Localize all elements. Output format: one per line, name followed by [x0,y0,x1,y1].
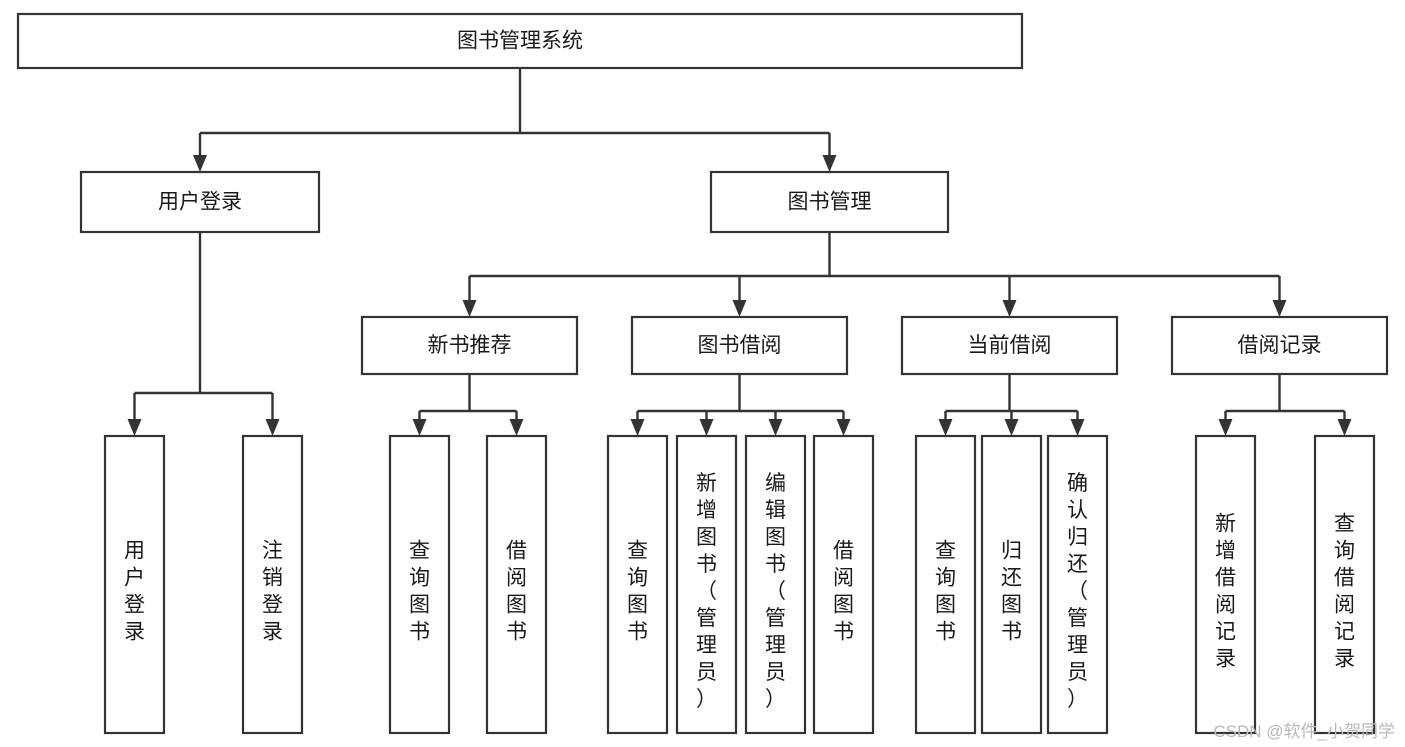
arrow-head-icon [836,419,851,436]
node-leaf-confirm-return-box[interactable] [1046,434,1109,735]
node-root-system[interactable]: 图书管理系统 [16,12,1024,70]
node-current-borrow-box[interactable] [900,315,1119,376]
node-root-system-box[interactable] [16,12,1024,70]
node-leaf-return-book-box[interactable] [980,434,1043,735]
node-leaf-borrow-book-1-box[interactable] [485,434,548,735]
node-leaf-query-book-2[interactable]: 查询图书 [606,434,669,735]
node-leaf-query-book-3-label: 查询图书 [935,539,956,643]
node-current-borrow[interactable]: 当前借阅 [900,315,1119,376]
node-borrow-record-label: 借阅记录 [1238,334,1322,357]
arrow-head-icon [822,155,837,172]
node-new-book-rec[interactable]: 新书推荐 [360,315,579,376]
arrow-head-icon [1272,300,1287,317]
arrow-head-icon [768,419,783,436]
arrow-head-icon [630,419,645,436]
arrow-head-icon [509,419,524,436]
node-leaf-user-login[interactable]: 用户登录 [103,434,166,735]
node-leaf-add-book-box[interactable] [675,434,738,735]
node-leaf-query-book-1[interactable]: 查询图书 [388,434,451,735]
arrow-head-icon [1002,300,1017,317]
node-user-login-box[interactable] [79,170,321,234]
nodes-layer: 图书管理系统用户登录图书管理新书推荐图书借阅当前借阅借阅记录用户登录注销登录查询… [16,12,1389,735]
node-leaf-return-book[interactable]: 归还图书 [980,434,1043,735]
node-leaf-confirm-return-label: 确认归还（管理员） [1067,472,1088,711]
arrow-head-icon [265,419,280,436]
node-book-borrow-label: 图书借阅 [698,334,782,357]
node-new-book-rec-label: 新书推荐 [428,334,512,357]
node-leaf-borrow-book-2-box[interactable] [812,434,875,735]
node-leaf-add-book[interactable]: 新增图书（管理员） [675,434,738,735]
arrow-head-icon [1070,419,1085,436]
arrow-head-icon [462,300,477,317]
node-leaf-query-book-1-box[interactable] [388,434,451,735]
node-leaf-user-logout[interactable]: 注销登录 [241,434,304,735]
node-book-borrow[interactable]: 图书借阅 [630,315,849,376]
node-book-manage[interactable]: 图书管理 [709,170,950,234]
node-leaf-query-book-2-box[interactable] [606,434,669,735]
node-user-login[interactable]: 用户登录 [79,170,321,234]
node-leaf-user-logout-label: 注销登录 [262,539,283,643]
arrow-head-icon [1004,419,1019,436]
arrow-head-icon [732,300,747,317]
node-leaf-query-record-label: 查询借阅记录 [1334,512,1355,670]
node-user-login-label: 用户登录 [158,191,242,214]
node-book-manage-label: 图书管理 [788,191,872,214]
node-leaf-confirm-return[interactable]: 确认归还（管理员） [1046,434,1109,735]
node-leaf-query-record[interactable]: 查询借阅记录 [1313,434,1376,735]
arrow-head-icon [1218,419,1233,436]
node-book-borrow-box[interactable] [630,315,849,376]
node-leaf-user-logout-box[interactable] [241,434,304,735]
node-book-manage-box[interactable] [709,170,950,234]
node-leaf-add-book-label: 新增图书（管理员） [696,472,717,711]
node-leaf-borrow-book-1[interactable]: 借阅图书 [485,434,548,735]
node-new-book-rec-box[interactable] [360,315,579,376]
node-leaf-query-record-box[interactable] [1313,434,1376,735]
node-leaf-add-record-box[interactable] [1194,434,1257,735]
arrow-head-icon [699,419,714,436]
node-leaf-add-record-label: 新增借阅记录 [1215,512,1236,670]
node-leaf-edit-book-label: 编辑图书（管理员） [765,472,786,711]
node-root-system-label: 图书管理系统 [457,30,583,53]
node-leaf-edit-book[interactable]: 编辑图书（管理员） [744,434,807,735]
arrow-head-icon [938,419,953,436]
arrow-head-icon [1337,419,1352,436]
node-leaf-query-book-3[interactable]: 查询图书 [914,434,977,735]
node-leaf-user-login-box[interactable] [103,434,166,735]
node-leaf-query-book-2-label: 查询图书 [627,539,648,643]
node-leaf-query-book-1-label: 查询图书 [409,539,430,643]
node-leaf-query-book-3-box[interactable] [914,434,977,735]
watermark-text: CSDN @软件_小贺同学 [1213,722,1395,741]
arrow-head-icon [127,419,142,436]
arrow-head-icon [412,419,427,436]
arrow-head-icon [193,155,207,172]
node-leaf-borrow-book-1-label: 借阅图书 [506,539,527,643]
node-borrow-record[interactable]: 借阅记录 [1170,315,1389,376]
node-leaf-borrow-book-2[interactable]: 借阅图书 [812,434,875,735]
node-leaf-user-login-label: 用户登录 [124,539,145,643]
node-current-borrow-label: 当前借阅 [968,334,1052,357]
edges-layer [127,68,1352,436]
node-leaf-add-record[interactable]: 新增借阅记录 [1194,434,1257,735]
node-borrow-record-box[interactable] [1170,315,1389,376]
node-leaf-return-book-label: 归还图书 [1001,539,1022,643]
node-leaf-edit-book-box[interactable] [744,434,807,735]
node-leaf-borrow-book-2-label: 借阅图书 [833,539,854,643]
